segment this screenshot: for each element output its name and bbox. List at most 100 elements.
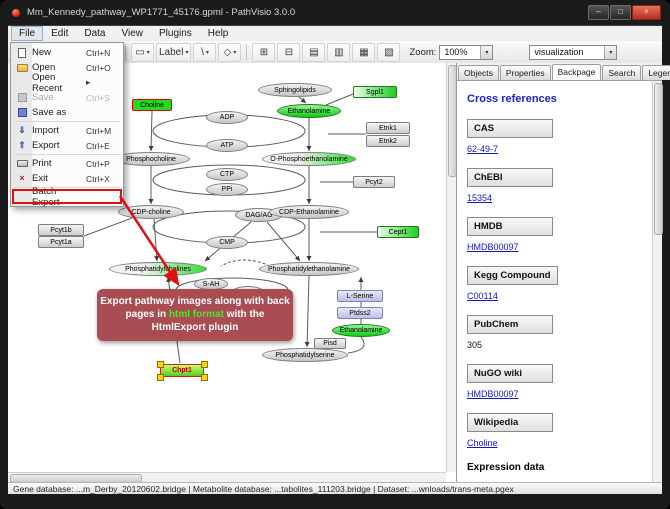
minimize-button[interactable]: –: [588, 5, 609, 20]
tab-objects[interactable]: Objects: [458, 65, 499, 80]
menu-separator: [14, 187, 120, 188]
pathway-node-ethanolamine[interactable]: Ethanolamine: [277, 104, 341, 118]
xref-header-cas[interactable]: CAS: [467, 119, 553, 138]
pathway-node-choline[interactable]: Choline: [132, 99, 172, 111]
distribute-horizontal-button[interactable]: ▦: [352, 42, 376, 62]
pathway-node-sgpl1[interactable]: Sgpl1: [353, 86, 397, 98]
pathway-node-pisd[interactable]: Pisd: [314, 337, 346, 349]
pathway-node-phosphatidylethanolamine[interactable]: Phosphatidylethanolamine: [259, 262, 359, 276]
sidebar-scroll-thumb[interactable]: [654, 83, 663, 235]
selection-handle[interactable]: [201, 360, 208, 368]
open-folder-icon: [16, 63, 28, 72]
visualization-combobox[interactable]: visualization ▾: [529, 44, 618, 60]
menu-item-label: Save as: [32, 107, 67, 118]
menubar-item-file[interactable]: File: [11, 26, 44, 41]
align-left-button[interactable]: ▤: [302, 42, 326, 62]
label-tool-button[interactable]: Label▾: [156, 42, 192, 62]
menubar-item-data[interactable]: Data: [84, 28, 106, 39]
pathway-node-o-phosphoethanolamine[interactable]: O-Phosphoethanolamine: [262, 152, 356, 166]
xref-link-cas[interactable]: 62-49-7: [467, 144, 499, 154]
pathway-node-etnk1[interactable]: Etnk1: [366, 122, 410, 134]
close-button[interactable]: ×: [632, 5, 661, 20]
menu-item-shortcut: Ctrl+P: [86, 158, 110, 169]
chevron-down-icon[interactable]: ▾: [480, 45, 493, 59]
xref-link-kegg-compound[interactable]: C00114: [467, 291, 498, 301]
pathway-node-phosphatidylserine[interactable]: Phosphatidylserine: [262, 348, 348, 362]
align-right-button[interactable]: ▥: [327, 42, 351, 62]
xref-header-pubchem[interactable]: PubChem: [467, 315, 553, 334]
pathway-node-cdp-ethanolamine[interactable]: CDP-Ethanolamine: [269, 205, 349, 219]
pathway-node-ethanolamine[interactable]: Ethanolamine: [332, 323, 390, 337]
menubar-item-view[interactable]: View: [121, 28, 143, 39]
xref-link-nugo-wiki[interactable]: HMDB00097: [467, 389, 519, 399]
pathway-edge: [347, 336, 365, 354]
xref-header-chebi[interactable]: ChEBI: [467, 168, 553, 187]
menubar-item-plugins[interactable]: Plugins: [158, 28, 192, 39]
sidebar-scrollbar[interactable]: [652, 80, 663, 482]
menu-item-label: Save: [32, 92, 54, 103]
xref-link-hmdb[interactable]: HMDB00097: [467, 242, 519, 252]
pathway-node-ppi[interactable]: PPi: [206, 182, 248, 196]
pathway-node-ptdss2[interactable]: Ptdss2: [337, 307, 383, 319]
chevron-down-icon: ▾: [205, 49, 209, 56]
xref-header-kegg-compound[interactable]: Kegg Compound: [467, 266, 558, 285]
chevron-down-icon: ▾: [185, 49, 189, 56]
pathway-node-atp[interactable]: ATP: [206, 138, 248, 152]
pathway-node-pcyt2[interactable]: Pcyt2: [353, 176, 395, 188]
pathway-node-cept1[interactable]: Cept1: [377, 226, 419, 238]
xref-header-wikipedia[interactable]: Wikipedia: [467, 413, 553, 432]
pathway-node-phosphatidylcholines[interactable]: Phosphatidylcholines: [109, 262, 207, 276]
pathway-node-l-serine[interactable]: L-Serine: [337, 290, 383, 302]
tab-legend[interactable]: Legend: [642, 65, 670, 80]
annotation-text: with the: [223, 309, 265, 321]
pathway-node-ctp[interactable]: CTP: [206, 167, 248, 181]
pathway-node-cdp-choline[interactable]: CDP-choline: [118, 205, 184, 219]
shape-tool-button[interactable]: ◇▾: [218, 42, 242, 62]
pathway-node-pcyt1a[interactable]: Pcyt1a: [38, 236, 84, 248]
menubar-item-help[interactable]: Help: [207, 28, 229, 39]
file-menu-item-batch-export[interactable]: Batch Export: [12, 186, 122, 208]
distribute-horizontal-icon: ▦: [359, 46, 369, 58]
datanode-tool-button[interactable]: ▭▾: [131, 42, 154, 62]
canvas-horizontal-scrollbar[interactable]: [8, 472, 446, 483]
line-tool-button[interactable]: \▾: [193, 42, 217, 62]
selection-handle[interactable]: [157, 373, 164, 381]
distribute-vertical-icon: ▧: [384, 46, 394, 58]
zoom-combobox[interactable]: 100% ▾: [439, 44, 494, 60]
pathway-node-etnk2[interactable]: Etnk2: [366, 135, 410, 147]
menu-icon-cell: ⇑: [12, 140, 32, 151]
pathway-node-cmp[interactable]: CMP: [206, 235, 248, 249]
tab-search[interactable]: Search: [602, 65, 642, 80]
xref-link-wikipedia[interactable]: Choline: [467, 438, 498, 448]
menubar-item-edit[interactable]: Edit: [51, 28, 69, 39]
pathway-node-adp[interactable]: ADP: [206, 110, 248, 124]
selection-handle[interactable]: [201, 373, 208, 381]
pathway-node-chpt1[interactable]: Chpt1: [160, 363, 204, 377]
xref-link-chebi[interactable]: 15354: [467, 193, 493, 203]
tab-backpage[interactable]: Backpage: [551, 64, 602, 80]
pathway-edge: [298, 96, 307, 104]
align-vertical-button[interactable]: ⊟: [277, 42, 301, 62]
distribute-vertical-button[interactable]: ▧: [377, 42, 401, 62]
xref-header-hmdb[interactable]: HMDB: [467, 217, 553, 236]
canvas-vertical-scrollbar[interactable]: [446, 63, 457, 472]
maximize-button[interactable]: □: [610, 5, 631, 20]
xref-header-nugo-wiki[interactable]: NuGO wiki: [467, 364, 553, 383]
pathway-node-pcyt1b[interactable]: Pcyt1b: [38, 224, 84, 236]
selection-handle[interactable]: [157, 360, 164, 368]
file-menu-item-open-recent[interactable]: Open Recent▸: [12, 72, 122, 94]
chevron-down-icon[interactable]: ▾: [604, 45, 617, 59]
tab-properties[interactable]: Properties: [499, 65, 551, 80]
file-menu-item-save-as[interactable]: Save as: [12, 105, 122, 120]
align-horizontal-button[interactable]: ⊞: [252, 42, 276, 62]
datanode-tool-icon: ▭: [135, 46, 145, 58]
pathway-node-sphingolipids[interactable]: Sphingolipids: [258, 83, 332, 97]
